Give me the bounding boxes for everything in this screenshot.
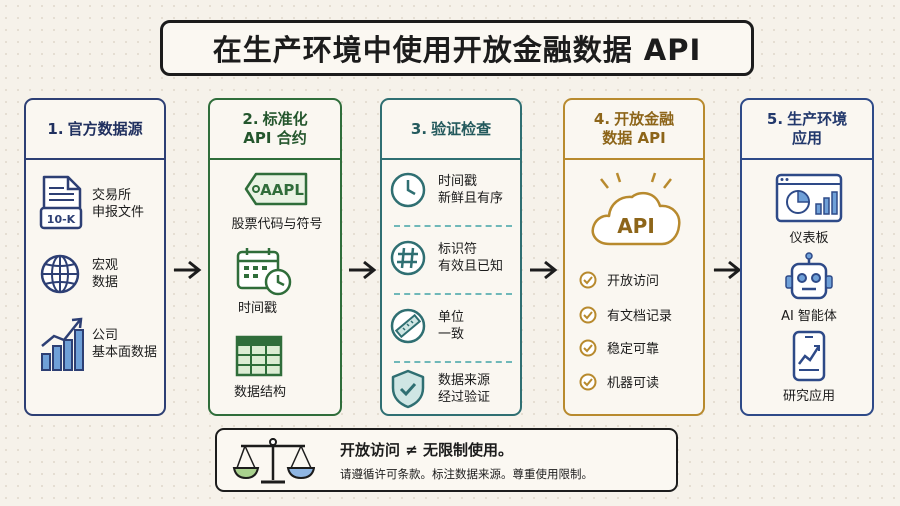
column-header: 4.开放金融 数据 API	[565, 100, 703, 160]
app-dashboard: 仪表板	[742, 172, 876, 247]
hash-icon	[390, 240, 426, 276]
phone-chart-icon	[792, 330, 826, 382]
api-cloud-icon: API	[591, 172, 681, 246]
title-box: 在生产环境中使用开放金融数据 API	[160, 20, 754, 76]
dashed-separator	[394, 225, 512, 227]
item-ticker-symbols: AAPL 股票代码与符号	[210, 170, 344, 233]
table-icon	[235, 335, 283, 377]
page-title: 在生产环境中使用开放金融数据 API	[212, 33, 702, 67]
item-timestamp: 时间戳	[234, 246, 296, 317]
notice-main: 开放访问 ≠ 无限制使用。	[340, 441, 514, 459]
shield-check-icon	[391, 369, 425, 409]
column-header: 5.生产环境 应用	[742, 100, 872, 160]
document-icon: 10-K	[39, 175, 83, 230]
dashboard-icon	[775, 173, 843, 223]
scale-icon	[232, 438, 315, 484]
column-header: 1.官方数据源	[26, 100, 164, 160]
column-open-finance-api: 4.开放金融 数据 API API 开放访问 有文档记录 稳定可靠 机器可读	[563, 98, 705, 416]
document-badge: 10-K	[47, 213, 76, 226]
feature-machine-readable: 机器可读	[579, 372, 659, 391]
bar-chart-icon	[41, 317, 84, 371]
arrow-right-icon	[714, 260, 742, 280]
item-exchange-filings: 10-K 交易所 申报文件	[38, 174, 144, 234]
column-production-apps: 5.生产环境 应用 仪表板 AI 智能体	[740, 98, 874, 416]
ruler-icon	[390, 308, 426, 344]
robot-icon	[785, 252, 833, 300]
column-header: 2.标准化 API 合约	[210, 100, 340, 160]
cloud-label: API	[617, 214, 655, 238]
column-standardized-contract: 2.标准化 API 合约 AAPL 股票代码与符号 时间戳	[208, 98, 342, 416]
check-circle-icon	[579, 339, 597, 356]
dashed-separator	[394, 293, 512, 295]
calendar-clock-icon	[236, 248, 292, 296]
license-notice: 开放访问 ≠ 无限制使用。 请遵循许可条款。标注数据来源。尊重使用限制。	[215, 428, 678, 492]
tag-icon: AAPL	[244, 172, 308, 206]
item-data-schema: 数据结构	[234, 334, 286, 401]
clock-icon	[390, 172, 426, 208]
feature-open-access: 开放访问	[579, 270, 659, 289]
arrow-right-icon	[530, 260, 558, 280]
check-circle-icon	[579, 271, 597, 288]
notice-sub: 请遵循许可条款。标注数据来源。尊重使用限制。	[340, 467, 593, 481]
app-research: 研究应用	[742, 330, 876, 405]
feature-stable: 稳定可靠	[579, 338, 659, 357]
column-official-sources: 1.官方数据源 10-K 交易所 申报文件 宏观 数据	[24, 98, 166, 416]
tag-badge: AAPL	[260, 181, 304, 199]
check-timestamp-fresh: 时间戳 新鲜且有序	[388, 170, 503, 210]
column-header: 3.验证检查	[382, 100, 520, 160]
check-circle-icon	[579, 306, 597, 323]
check-source-verified: 数据来源 经过验证	[388, 368, 490, 410]
arrow-right-icon	[349, 260, 377, 280]
globe-icon	[40, 254, 80, 294]
item-company-fundamentals: 公司 基本面数据	[38, 314, 157, 374]
app-ai-agent: AI 智能体	[742, 252, 876, 325]
check-identifier-valid: 标识符 有效且已知	[388, 238, 503, 278]
check-units-consistent: 单位 一致	[388, 306, 464, 346]
arrow-right-icon	[174, 260, 202, 280]
feature-documented: 有文档记录	[579, 305, 672, 324]
dashed-separator	[394, 361, 512, 363]
check-circle-icon	[579, 373, 597, 390]
column-validation-checks: 3.验证检查 时间戳 新鲜且有序 标识符 有效且已知	[380, 98, 522, 416]
item-macro-data: 宏观 数据	[38, 250, 118, 298]
